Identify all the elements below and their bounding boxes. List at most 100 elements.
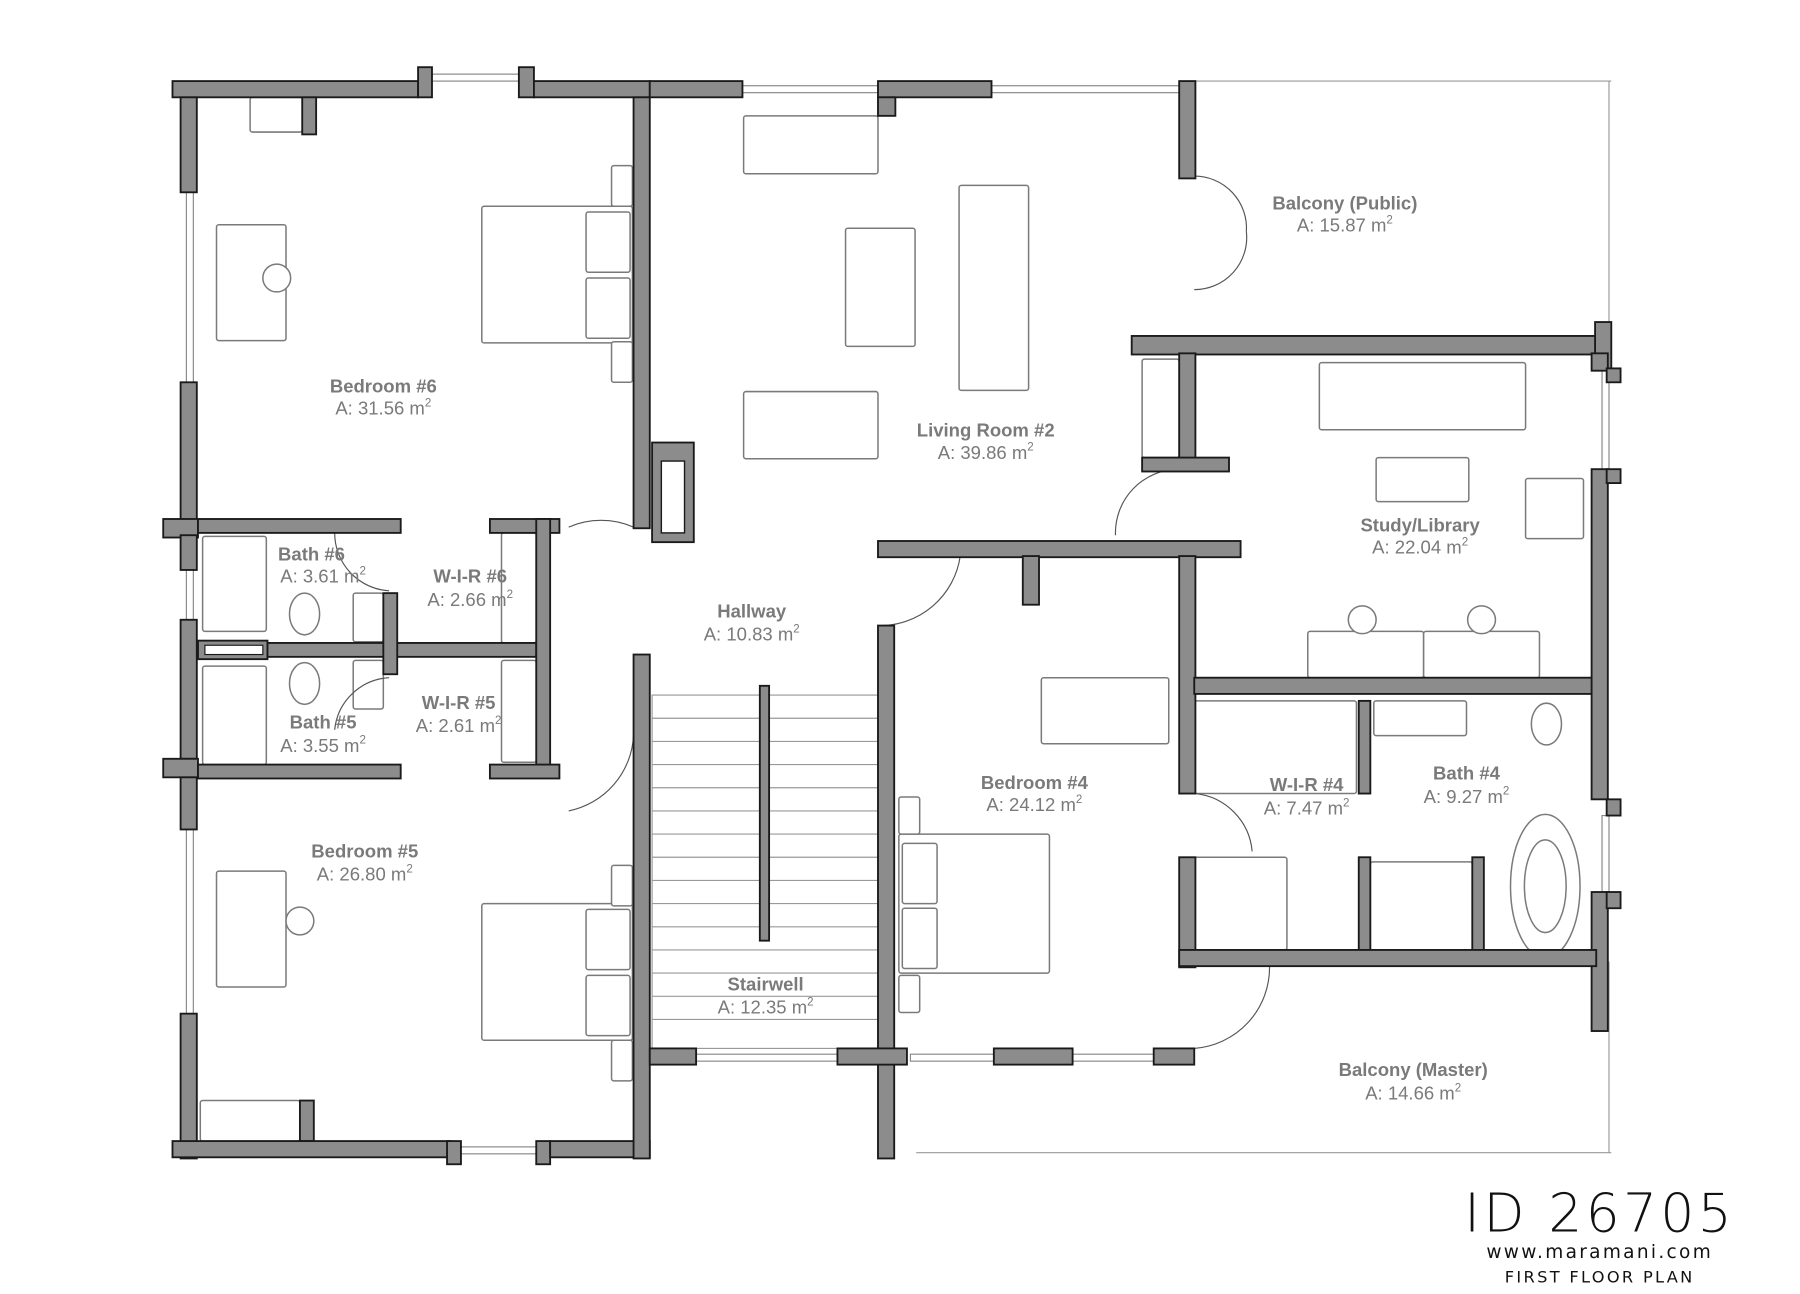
door-swing — [334, 677, 390, 730]
room-area: A: 2.61 m2 — [416, 715, 502, 736]
wall — [632, 653, 651, 1160]
wall — [1357, 699, 1372, 795]
room-name: W-I-R #5 — [422, 692, 496, 713]
wall — [1590, 468, 1609, 801]
toilet — [1530, 702, 1563, 746]
room-study-library: Study/Library A: 22.04 m2 — [1360, 515, 1480, 558]
window — [741, 85, 879, 94]
plan-id: ID 26705 — [1464, 1182, 1735, 1244]
pipe-shaft — [204, 644, 264, 656]
wall — [1193, 676, 1595, 695]
wall — [1605, 367, 1622, 384]
room-name: W-I-R #4 — [1270, 774, 1344, 795]
vanity — [352, 592, 385, 643]
window — [460, 1146, 537, 1155]
nightstand — [610, 864, 634, 907]
pillow — [585, 974, 631, 1037]
door-swing — [877, 555, 961, 627]
room-name: Bath #4 — [1433, 763, 1501, 784]
wall — [992, 1047, 1074, 1066]
chair — [285, 906, 315, 936]
door-swing — [334, 532, 390, 592]
table — [1375, 456, 1470, 503]
wall — [171, 80, 420, 99]
wall — [877, 80, 993, 99]
website: www.maramani.com — [1486, 1242, 1713, 1263]
room-area: A: 26.80 m2 — [317, 863, 413, 884]
sofa — [1040, 676, 1170, 745]
wall — [179, 1012, 198, 1160]
door-swing — [1195, 792, 1253, 852]
bathtub — [201, 665, 268, 766]
wall — [758, 684, 771, 942]
coffee-table — [844, 227, 916, 348]
furniture — [199, 96, 1585, 1142]
room-bedroom-6: Bedroom #6 A: 31.56 m2 — [330, 376, 437, 419]
duct — [660, 460, 686, 534]
wall — [179, 534, 198, 571]
window — [1601, 814, 1610, 893]
wall — [1178, 352, 1197, 471]
room-area: A: 7.47 m2 — [1264, 797, 1350, 818]
room-area: A: 3.61 m2 — [280, 566, 366, 587]
wall — [301, 96, 318, 136]
room-name: Study/Library — [1360, 515, 1480, 536]
room-area: A: 9.27 m2 — [1424, 786, 1510, 807]
wall — [517, 66, 535, 99]
room-bath-6: Bath #6 A: 3.61 m2 — [278, 544, 366, 587]
wall — [877, 624, 896, 1160]
wall — [1357, 856, 1372, 963]
nightstand — [898, 974, 921, 1014]
wall — [1605, 798, 1622, 817]
sofa — [958, 184, 1030, 392]
wall — [648, 80, 744, 99]
room-area: A: 14.66 m2 — [1365, 1082, 1461, 1103]
room-wir-5: W-I-R #5 A: 2.61 m2 — [416, 692, 502, 736]
door-swing — [568, 519, 634, 528]
toilet — [288, 592, 321, 636]
room-area: A: 31.56 m2 — [335, 398, 431, 419]
wall — [488, 763, 561, 780]
wall — [1178, 949, 1598, 968]
room-name: Bath #5 — [290, 712, 357, 733]
room-name: Bedroom #5 — [311, 840, 418, 861]
wall — [877, 540, 1242, 559]
wall — [836, 1047, 908, 1066]
room-area: A: 22.04 m2 — [1372, 537, 1468, 558]
room-name: Balcony (Master) — [1339, 1059, 1488, 1080]
room-area: A: 24.12 m2 — [986, 794, 1082, 815]
wall — [1471, 856, 1485, 963]
sofa — [742, 390, 879, 460]
vanity — [352, 659, 385, 710]
armchair — [1141, 358, 1180, 459]
title-block: ID 26705 www.maramani.com FIRST FLOOR PL… — [1464, 1182, 1735, 1286]
wall — [532, 80, 651, 99]
room-living-room-2: Living Room #2 A: 39.86 m2 — [917, 420, 1055, 463]
pillow — [901, 842, 938, 905]
room-area: A: 15.87 m2 — [1297, 215, 1393, 236]
room-area: A: 10.83 m2 — [704, 624, 800, 645]
wall — [171, 1140, 452, 1159]
shower — [1369, 861, 1474, 956]
wall — [1021, 555, 1040, 606]
chair — [1347, 605, 1377, 635]
wall — [382, 592, 399, 676]
wall — [1178, 80, 1197, 180]
wall — [1141, 456, 1230, 473]
room-name: Stairwell — [728, 973, 804, 994]
room-name: Hallway — [717, 600, 787, 621]
pillow — [585, 211, 631, 273]
window — [1601, 370, 1610, 470]
bathtub-basin — [1523, 839, 1567, 934]
wall — [298, 1099, 315, 1143]
room-area: A: 2.66 m2 — [427, 589, 513, 610]
desk — [215, 870, 287, 988]
door-swing — [1194, 966, 1271, 1049]
bathtub — [201, 535, 268, 633]
wall — [1605, 891, 1622, 910]
wall — [417, 66, 433, 99]
window — [695, 1053, 839, 1062]
wall — [1130, 335, 1610, 356]
wall — [535, 518, 552, 778]
